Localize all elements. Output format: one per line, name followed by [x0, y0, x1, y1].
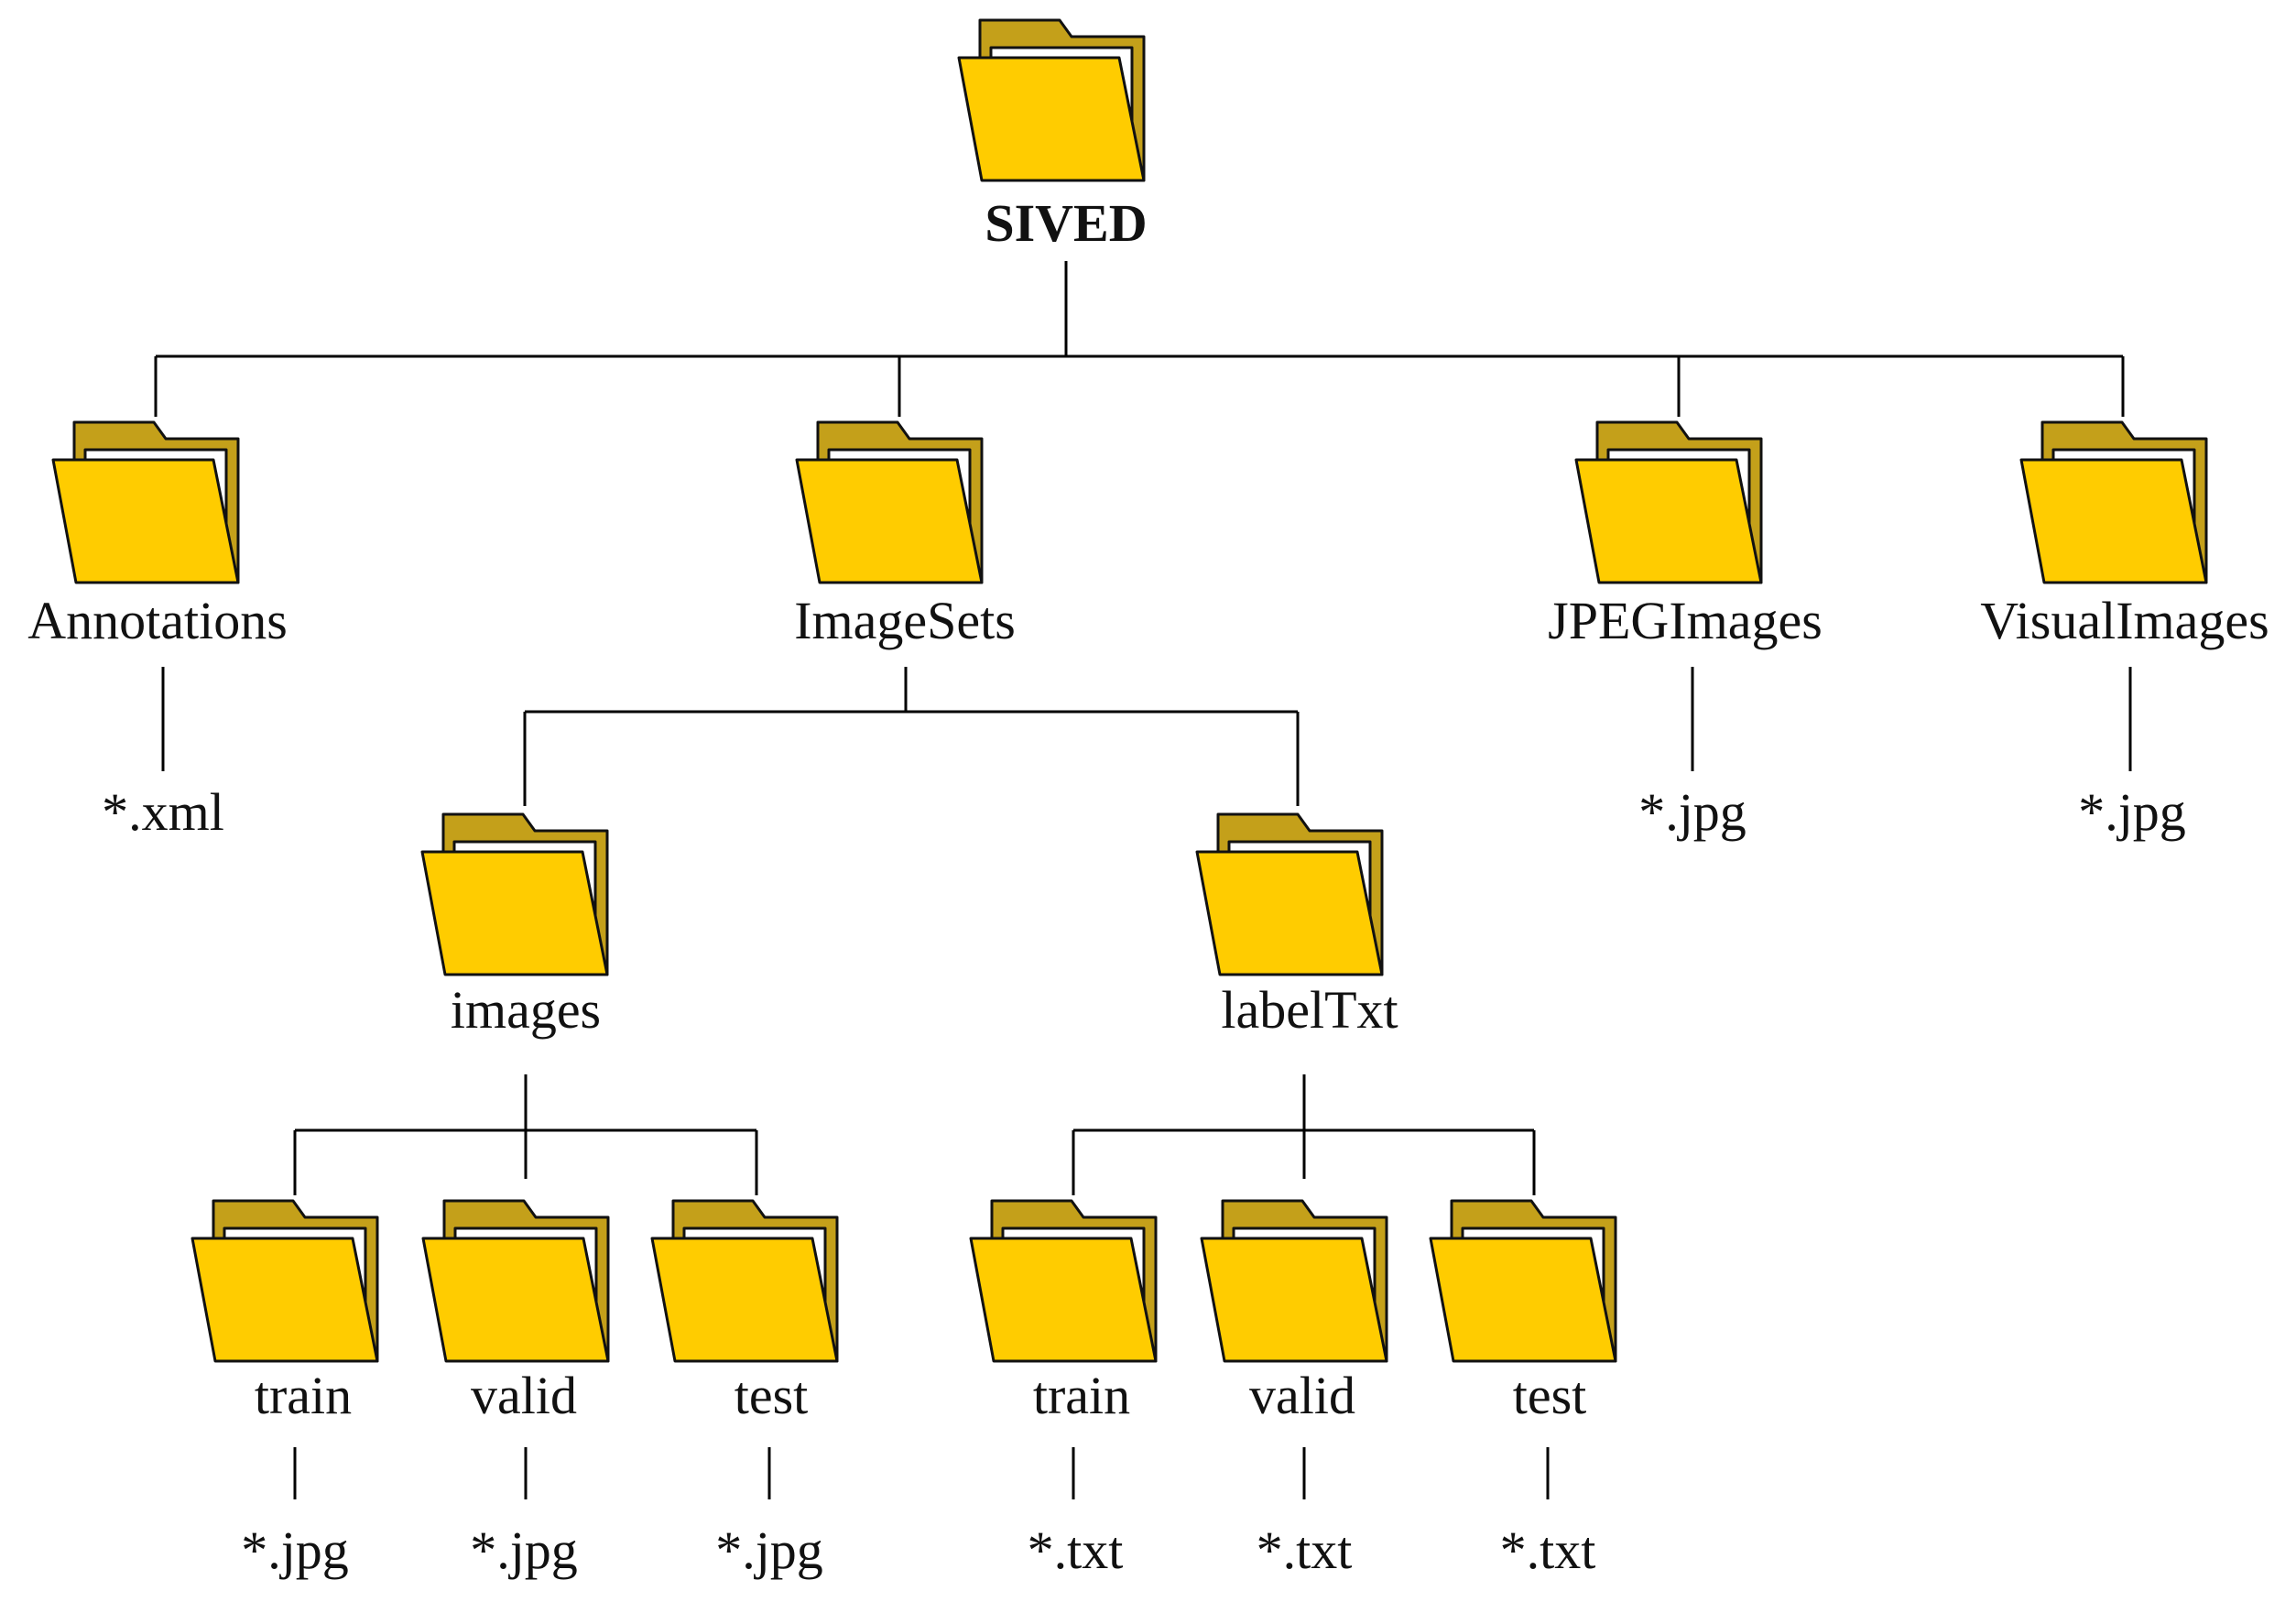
folder-icon-images-valid [421, 1199, 610, 1363]
folder-icon-sived [957, 18, 1146, 182]
file-images-test: *.jpg [715, 1520, 823, 1580]
folder-labels: SIVED Annotations ImageSets JPEGImages V… [27, 193, 2269, 1425]
label-imagesets: ImageSets [794, 591, 1016, 650]
folder-icon-labeltxt-train [969, 1199, 1158, 1363]
label-images-train: train [255, 1366, 352, 1425]
file-labels: *.xml *.jpg *.jpg *.jpg *.jpg *.jpg *.tx… [102, 782, 2186, 1580]
connectors [154, 261, 2132, 1499]
file-images-valid: *.jpg [470, 1520, 578, 1580]
folder-icon-annotations [51, 420, 240, 584]
label-labeltxt-valid: valid [1249, 1366, 1355, 1425]
folder-icon-images [420, 812, 609, 976]
label-images-valid: valid [471, 1366, 577, 1425]
folder-icon-jpegimages [1574, 420, 1763, 584]
label-labeltxt: labelTxt [1221, 980, 1398, 1040]
label-annotations: Annotations [27, 591, 288, 650]
label-jpegimages: JPEGImages [1548, 591, 1823, 650]
file-labeltxt-test: *.txt [1500, 1520, 1596, 1580]
file-visualimages: *.jpg [2078, 782, 2186, 842]
file-annotations: *.xml [102, 782, 224, 842]
label-images-test: test [735, 1366, 809, 1425]
folder-icon-labeltxt-valid [1200, 1199, 1388, 1363]
file-images-train: *.jpg [241, 1520, 349, 1580]
label-images: images [451, 980, 601, 1040]
file-labeltxt-train: *.txt [1028, 1520, 1124, 1580]
folder-icon-labeltxt [1195, 812, 1384, 976]
file-labeltxt-valid: *.txt [1257, 1520, 1353, 1580]
label-labeltxt-train: train [1033, 1366, 1130, 1425]
label-visualimages: VisualImages [1980, 591, 2269, 650]
folder-icon-images-train [190, 1199, 379, 1363]
label-labeltxt-test: test [1513, 1366, 1587, 1425]
folder-icon-labeltxt-test [1429, 1199, 1617, 1363]
folder-icon-images-test [650, 1199, 839, 1363]
label-sived: SIVED [985, 193, 1147, 253]
folder-icon-imagesets [795, 420, 984, 584]
folder-icon-visualimages [2019, 420, 2208, 584]
file-jpegimages: *.jpg [1638, 782, 1746, 842]
